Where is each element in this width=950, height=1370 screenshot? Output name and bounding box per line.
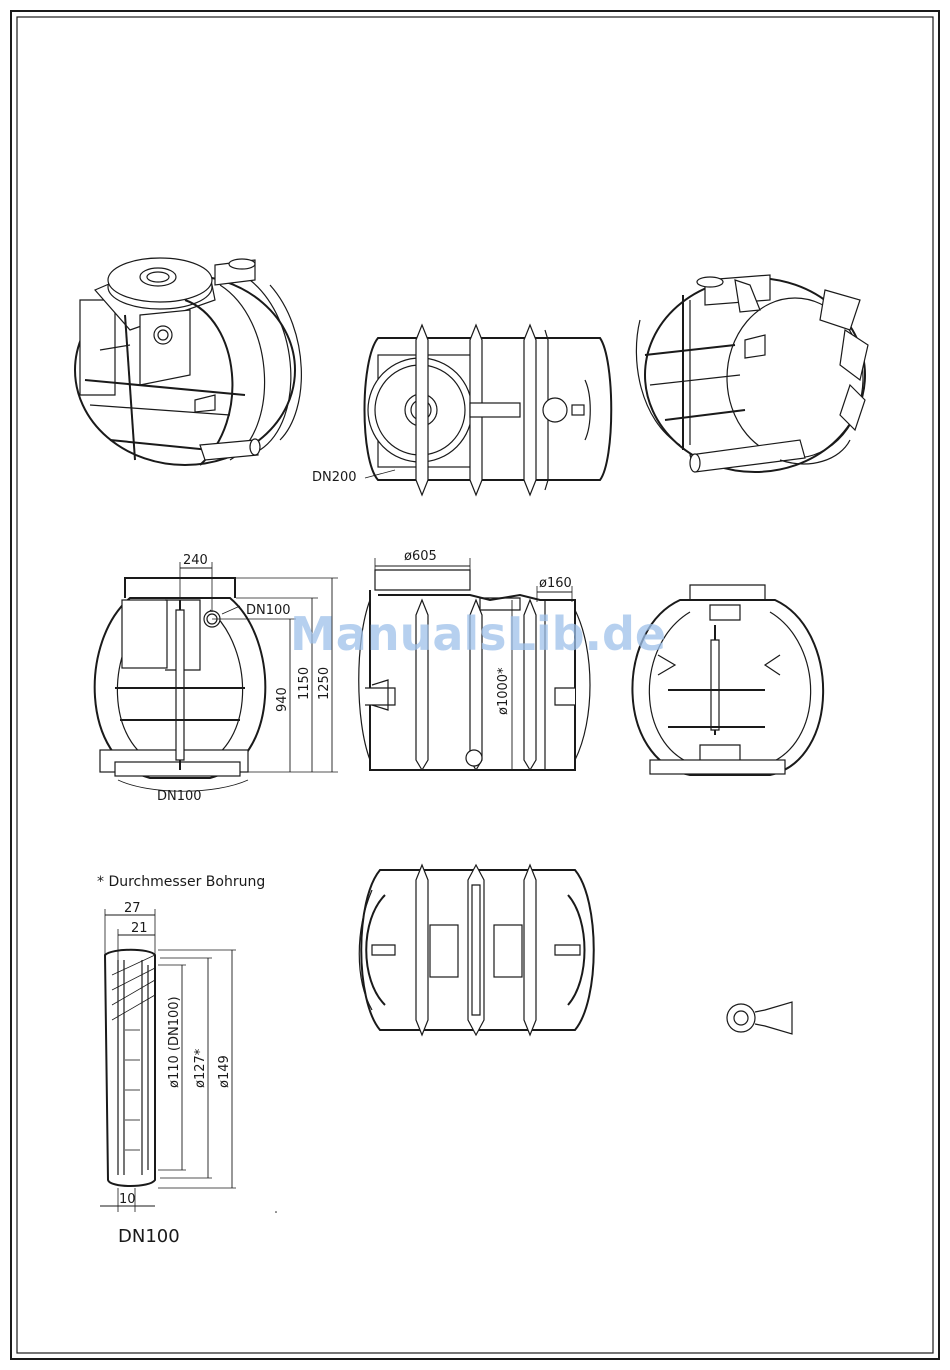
dim-940: 940 [275,687,290,712]
label-dn100-bottom: DN100 [157,789,202,804]
dim-605: ø605 [404,549,437,564]
dim-240: 240 [183,553,208,568]
dim-10: 10 [119,1192,136,1207]
dim-110: ø110 (DN100) [167,996,182,1088]
dim-1000: ø1000* [496,667,511,715]
dim-127: ø127* [193,1048,208,1088]
label-dn200: DN200 [312,470,357,485]
seal-dimensions: 27 21 ø110 (DN100) ø127* ø149 10 [100,901,236,1212]
watermark-text: ManualsLib.de [290,607,666,661]
note-bore-diameter: * Durchmesser Bohrung [97,874,265,890]
connector-symbol [727,1002,792,1034]
label-dn100-outlet: DN100 [246,603,291,618]
dim-21: 21 [131,921,148,936]
dim-1150: 1150 [297,667,312,700]
dim-1250: 1250 [317,667,332,700]
dim-27: 27 [124,901,141,916]
tank-front-view: 240 DN100 940 1150 1250 DN100 [95,553,338,804]
dim-160: ø160 [539,576,572,591]
dim-149: ø149 [217,1055,232,1088]
seal-title: DN100 [118,1226,180,1247]
seal-detail-section: 27 21 ø110 (DN100) ø127* ø149 10 DN100 [100,901,236,1247]
tank-iso-view-rear-right [636,275,868,472]
tank-bottom-view [359,865,594,1035]
tank-iso-view-front-left [75,258,301,465]
tank-top-view: DN200 [312,325,611,495]
